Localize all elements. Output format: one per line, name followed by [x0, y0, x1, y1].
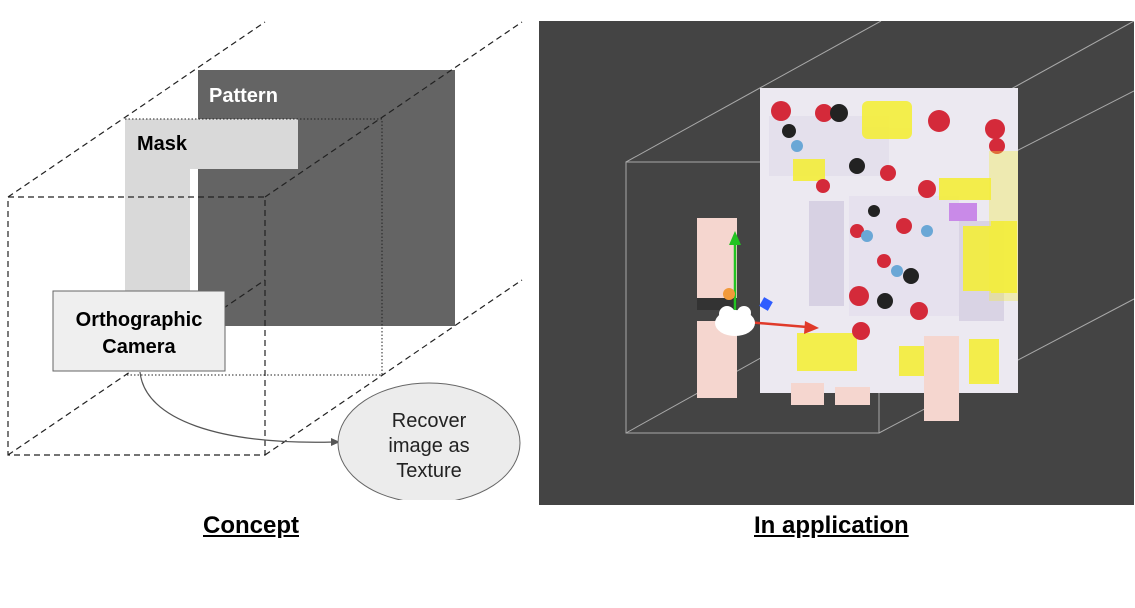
pattern-label: Pattern [209, 85, 278, 107]
transform-gizmo [715, 231, 819, 336]
camera-label-line2: Camera [102, 336, 176, 358]
application-viewport [539, 21, 1134, 505]
output-arrowhead [331, 438, 340, 446]
mask-column [125, 169, 190, 291]
concept-caption: Concept [203, 512, 299, 539]
pattern-plate [198, 70, 455, 326]
mask-label: Mask [137, 133, 188, 155]
mask-plate [125, 119, 298, 169]
texture-output-ellipse [337, 382, 521, 500]
output-arrow [139, 371, 335, 443]
output-line2: image as [388, 435, 469, 457]
camera-label-line1: Orthographic [76, 309, 203, 331]
output-line3: Texture [396, 460, 462, 482]
frustum-near-plane [7, 196, 266, 456]
orthographic-camera-box [52, 290, 226, 372]
output-line1: Recover [392, 410, 467, 432]
texture-plate [760, 88, 1018, 393]
application-caption: In application [754, 512, 909, 539]
concept-diagram: Pattern Mask Orthographic Camera Recover… [7, 21, 523, 500]
skin-patches [697, 218, 959, 421]
frustum-far-plane [125, 118, 383, 376]
